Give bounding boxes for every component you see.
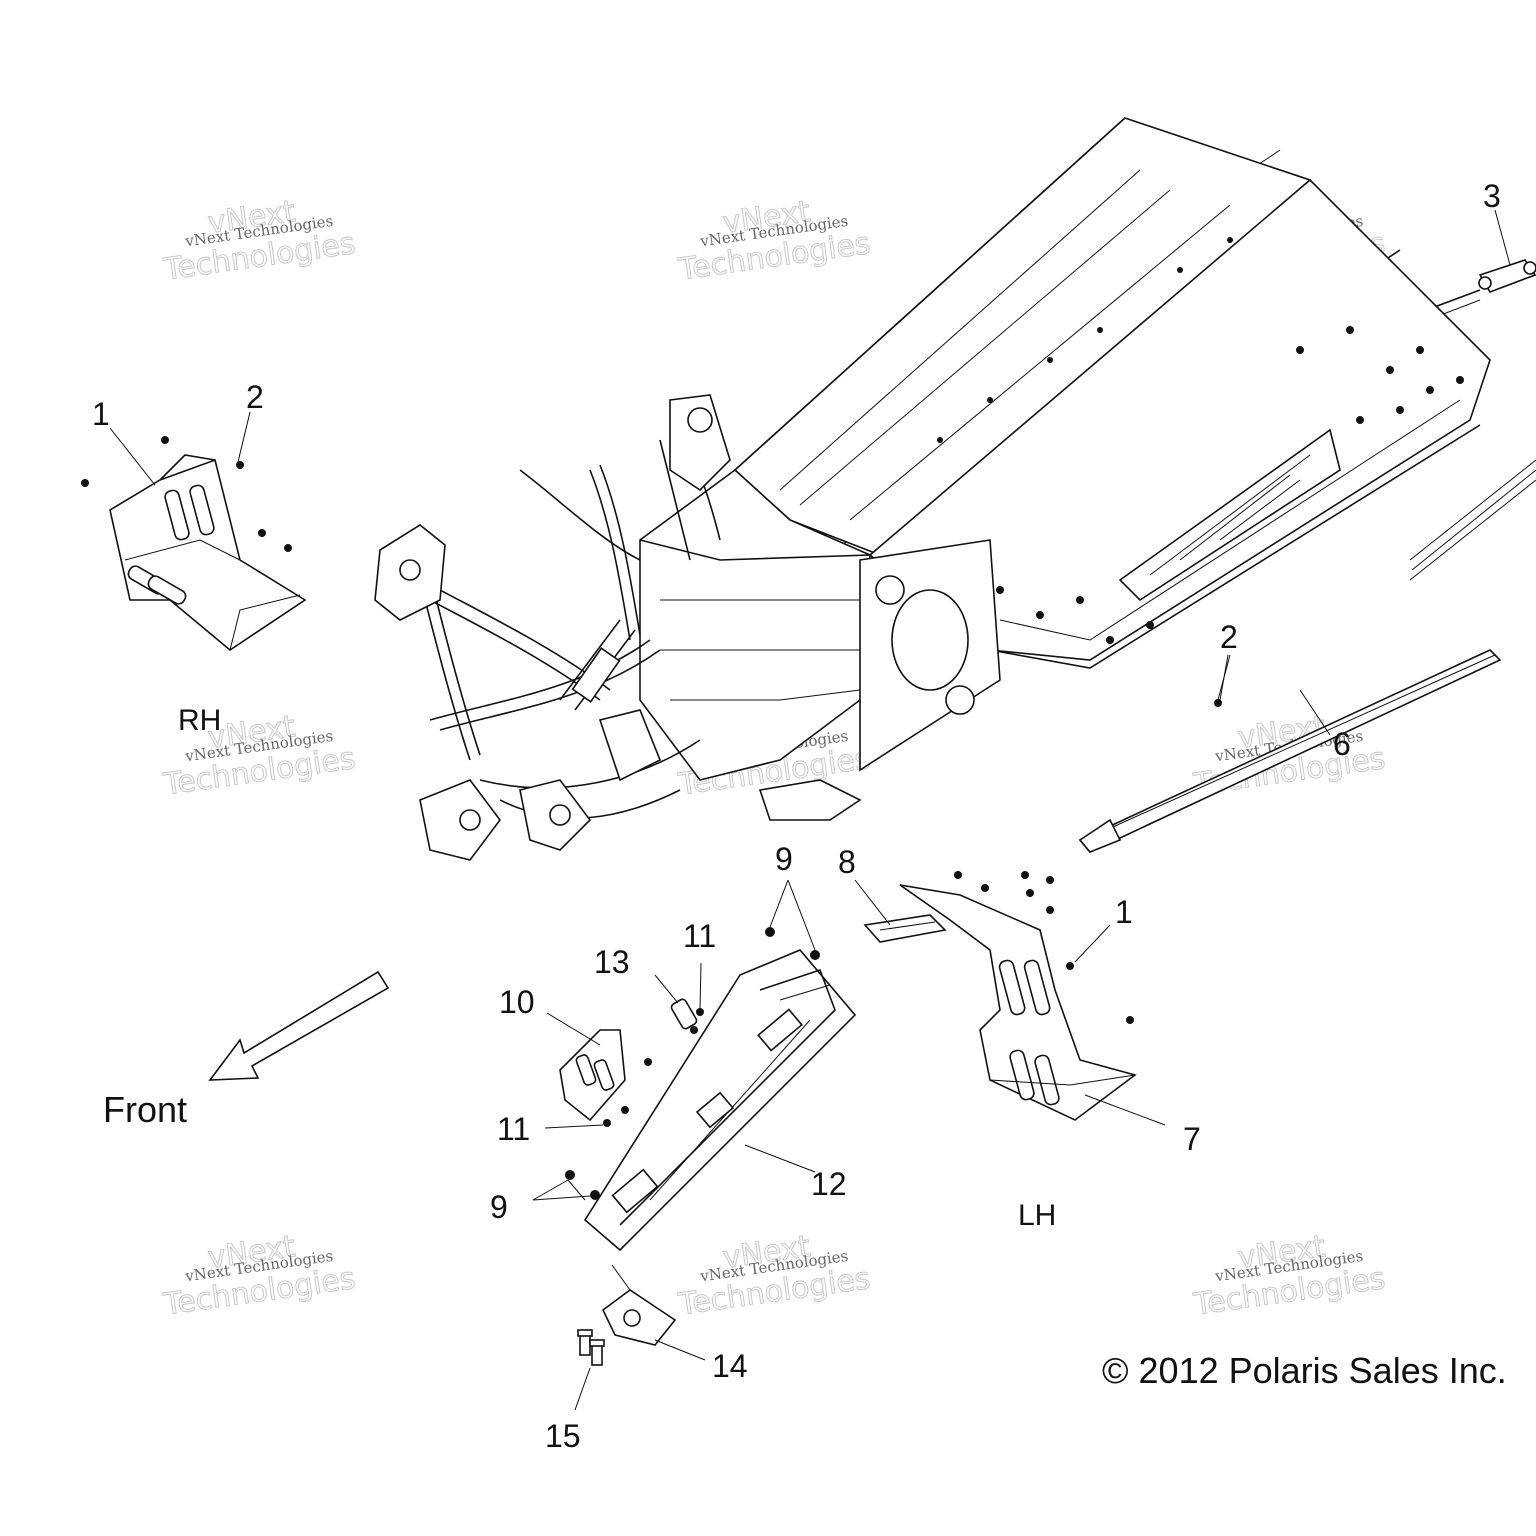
callout-2-rh: 2: [246, 379, 264, 415]
part-13-clip: [654, 974, 704, 1034]
part-7-lh-panel: [899, 871, 1166, 1126]
part-14-plate: [601, 1264, 706, 1361]
watermark: vNext vNext Technologies Technologies: [675, 1229, 873, 1324]
callout-12: 12: [811, 1166, 847, 1202]
callout-14: 14: [712, 1348, 748, 1384]
part-15-bolts: [574, 1329, 605, 1411]
watermark: vNext vNext Technologies Technologies: [675, 194, 873, 289]
part-8-hinge: [854, 879, 947, 943]
front-direction-arrow: [208, 970, 390, 1081]
copyright-text: © 2012 Polaris Sales Inc.: [1102, 1350, 1507, 1391]
callout-2-rail: 2: [1220, 619, 1238, 655]
callout-8: 8: [838, 844, 856, 880]
part-3-bracket: [1478, 209, 1536, 293]
callout-10: 10: [499, 984, 535, 1020]
callouts: 1 2 3 2 6 9 8 1 11 13 10 11 7 12 9 14 15: [92, 178, 1501, 1454]
watermark: vNext vNext Technologies Technologies: [1190, 1229, 1388, 1324]
callout-7: 7: [1183, 1121, 1201, 1157]
callout-1-rh: 1: [92, 396, 110, 432]
lh-label: LH: [1018, 1199, 1056, 1232]
callout-11-top: 11: [683, 918, 716, 954]
callout-9-bottom: 9: [490, 1189, 508, 1225]
part-12-floor-plate: [565, 927, 857, 1252]
part-10-bracket: [544, 1012, 652, 1129]
part-1-rh-panel: [81, 411, 307, 651]
tunnel-holes: [937, 237, 1464, 644]
chassis-drawing: [374, 117, 1491, 861]
callout-13: 13: [594, 944, 630, 980]
callout-3: 3: [1483, 178, 1501, 214]
front-label: Front: [103, 1089, 187, 1130]
callout-11-bottom: 11: [497, 1111, 530, 1147]
part-6-rail: [1078, 459, 1536, 853]
watermark: vNext vNext Technologies Technologies: [160, 194, 358, 289]
callout-6: 6: [1333, 726, 1351, 762]
callout-15: 15: [545, 1418, 581, 1454]
watermark: vNext vNext Technologies Technologies: [160, 1229, 358, 1324]
callout-9-top: 9: [775, 841, 793, 877]
rh-label: RH: [178, 704, 221, 737]
callout-1-lh: 1: [1115, 894, 1133, 930]
leader-lines: [532, 654, 1231, 1201]
